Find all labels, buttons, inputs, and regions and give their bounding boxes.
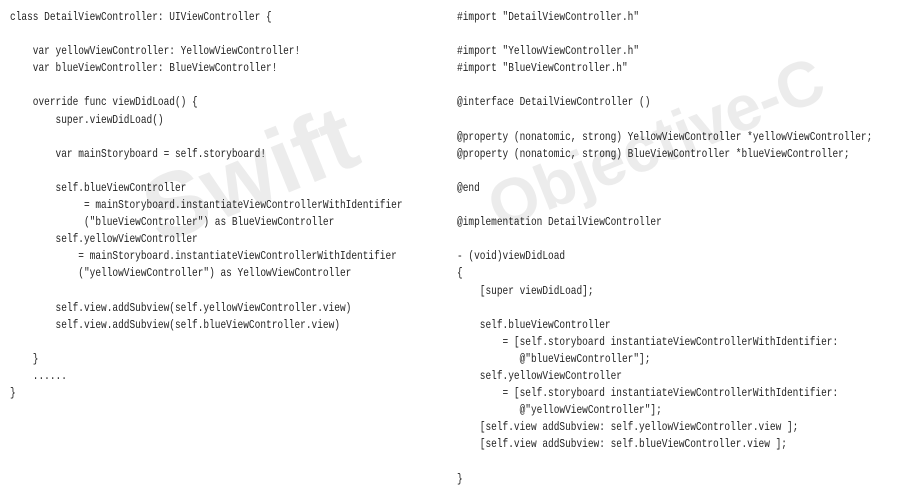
code-line: [self.view addSubview: self.yellowViewCo…	[457, 420, 799, 435]
code-line	[10, 77, 403, 94]
code-line	[457, 163, 872, 180]
code-line	[10, 163, 403, 180]
code-line: = mainStoryboard.instantiateViewControll…	[10, 198, 403, 213]
code-line: - (void)viewDidLoad	[457, 249, 566, 264]
code-line: }	[457, 471, 463, 486]
code-line: self.blueViewController	[457, 317, 611, 332]
code-line	[457, 77, 872, 94]
code-line: super.viewDidLoad()	[10, 112, 164, 127]
code-line: = mainStoryboard.instantiateViewControll…	[10, 249, 397, 264]
code-line: self.yellowViewController	[457, 368, 622, 383]
code-line: class DetailViewController: UIViewContro…	[10, 10, 272, 24]
code-line: @interface DetailViewController ()	[457, 95, 651, 110]
code-line	[10, 26, 403, 43]
code-line: var mainStoryboard = self.storyboard!	[10, 146, 267, 161]
code-line: {	[457, 266, 463, 281]
code-line: = [self.storyboard instantiateViewContro…	[457, 334, 839, 349]
code-line: @end	[457, 180, 480, 195]
code-line	[457, 26, 872, 43]
code-line: ("yellowViewController") as YellowViewCo…	[10, 266, 352, 281]
code-line: [super viewDidLoad];	[457, 283, 594, 298]
code-line: @property (nonatomic, strong) YellowView…	[457, 129, 873, 144]
code-line: ......	[10, 368, 67, 383]
code-line: @implementation DetailViewController	[457, 215, 662, 230]
code-line: }	[10, 386, 16, 401]
code-line: self.view.addSubview(self.yellowViewCont…	[10, 300, 352, 315]
code-line	[457, 112, 872, 129]
code-line	[457, 231, 872, 248]
code-line: self.blueViewController	[10, 180, 187, 195]
code-line: ("blueViewController") as BlueViewContro…	[10, 215, 335, 230]
code-line	[457, 300, 872, 317]
code-line: = [self.storyboard instantiateViewContro…	[457, 386, 839, 401]
code-line: self.view.addSubview(self.blueViewContro…	[10, 317, 340, 332]
objective-c-code-listing: #import "DetailViewController.h" #import …	[457, 9, 872, 488]
code-line: @"yellowViewController"];	[457, 403, 662, 418]
code-line	[10, 283, 403, 300]
code-line	[457, 197, 872, 214]
code-line: [self.view addSubview: self.blueViewCont…	[457, 437, 787, 452]
code-line: @"blueViewController"];	[457, 351, 651, 366]
code-line	[10, 129, 403, 146]
code-line: override func viewDidLoad() {	[10, 95, 198, 110]
code-line: var yellowViewController: YellowViewCont…	[10, 44, 301, 59]
code-line: #import "DetailViewController.h"	[457, 10, 640, 24]
code-line: #import "YellowViewController.h"	[457, 44, 640, 59]
swift-code-listing: class DetailViewController: UIViewContro…	[10, 9, 403, 402]
code-line: self.yellowViewController	[10, 232, 198, 247]
code-line	[10, 334, 403, 351]
code-line: }	[10, 351, 39, 366]
code-line: #import "BlueViewController.h"	[457, 61, 628, 76]
code-line: @property (nonatomic, strong) BlueViewCo…	[457, 146, 850, 161]
code-line	[457, 453, 872, 470]
code-line: var blueViewController: BlueViewControll…	[10, 61, 278, 76]
